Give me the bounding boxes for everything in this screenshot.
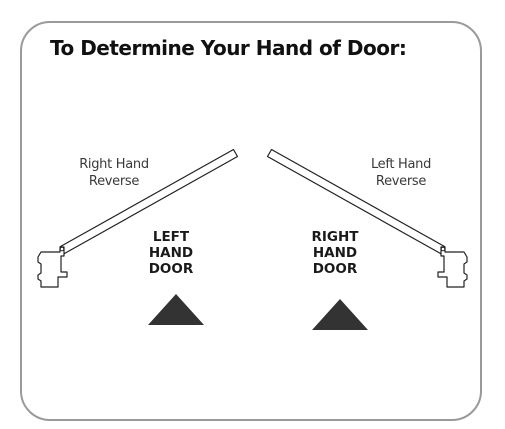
left-hand-reverse-label: Left Hand Reverse	[370, 157, 432, 189]
diagram-title: To Determine Your Hand of Door:	[50, 36, 407, 60]
right-door-frame	[437, 246, 468, 288]
left-hand-door-label: LEFT HAND DOOR	[148, 229, 194, 277]
left-hinge-icon	[59, 246, 65, 252]
right-hand-reverse-label: Right Hand Reverse	[79, 157, 149, 189]
right-hinge-icon	[440, 246, 446, 252]
right-hand-door-label: RIGHT HAND DOOR	[311, 229, 359, 277]
left-hand-door-triangle	[148, 294, 204, 325]
left-door-frame	[37, 246, 68, 288]
instruction-panel	[20, 21, 482, 421]
right-hand-door-triangle	[312, 299, 368, 330]
right-door-slab	[266, 148, 446, 255]
left-door-slab	[59, 148, 239, 255]
